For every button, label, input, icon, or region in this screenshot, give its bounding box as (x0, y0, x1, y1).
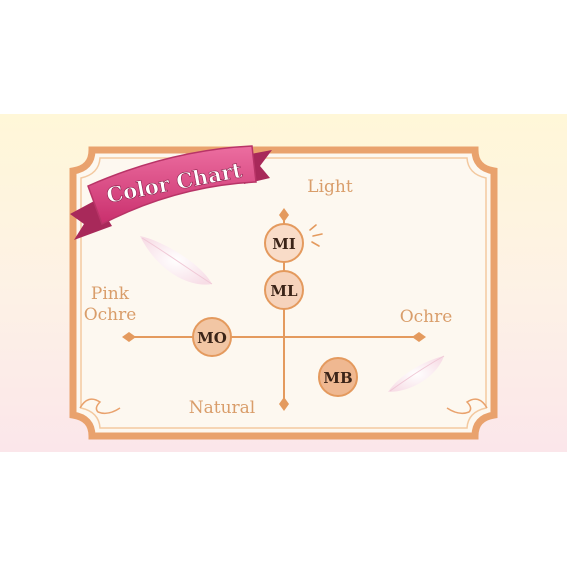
flourish-bottom-right (446, 398, 488, 415)
node-mb: MB (318, 357, 358, 397)
node-mo-circle (192, 317, 232, 357)
node-ml-label: ML (270, 282, 298, 300)
node-mi-circle (264, 223, 304, 263)
frame-inner-line (80, 157, 487, 429)
node-ml: ML (264, 270, 304, 310)
arrow-top-icon (279, 208, 289, 222)
node-mb-label: MB (323, 369, 352, 387)
title-ribbon: Color Chart (70, 145, 272, 240)
axis-label-right: Ochre (400, 307, 453, 327)
ribbon-body (87, 145, 257, 226)
arrow-bottom-icon (279, 397, 289, 411)
axis-label-left-line1: Pink (91, 284, 130, 304)
node-mi-label: MI (272, 235, 296, 253)
node-mo: MO (192, 317, 232, 357)
node-mo-label: MO (197, 329, 227, 347)
sparkle-icon (309, 224, 323, 247)
node-mb-circle (318, 357, 358, 397)
axis-label-bottom: Natural (189, 398, 256, 418)
feather-icon-right (388, 355, 445, 392)
flourish-bottom-left (79, 398, 121, 415)
node-mi: MI (264, 223, 304, 263)
axis-label-left-line2: Ochre (84, 305, 137, 325)
node-ml-circle (264, 270, 304, 310)
arrow-right-icon (412, 332, 426, 342)
arrow-left-icon (122, 332, 136, 342)
feather-icon-left (140, 236, 213, 285)
axis-label-top: Light (307, 177, 353, 197)
